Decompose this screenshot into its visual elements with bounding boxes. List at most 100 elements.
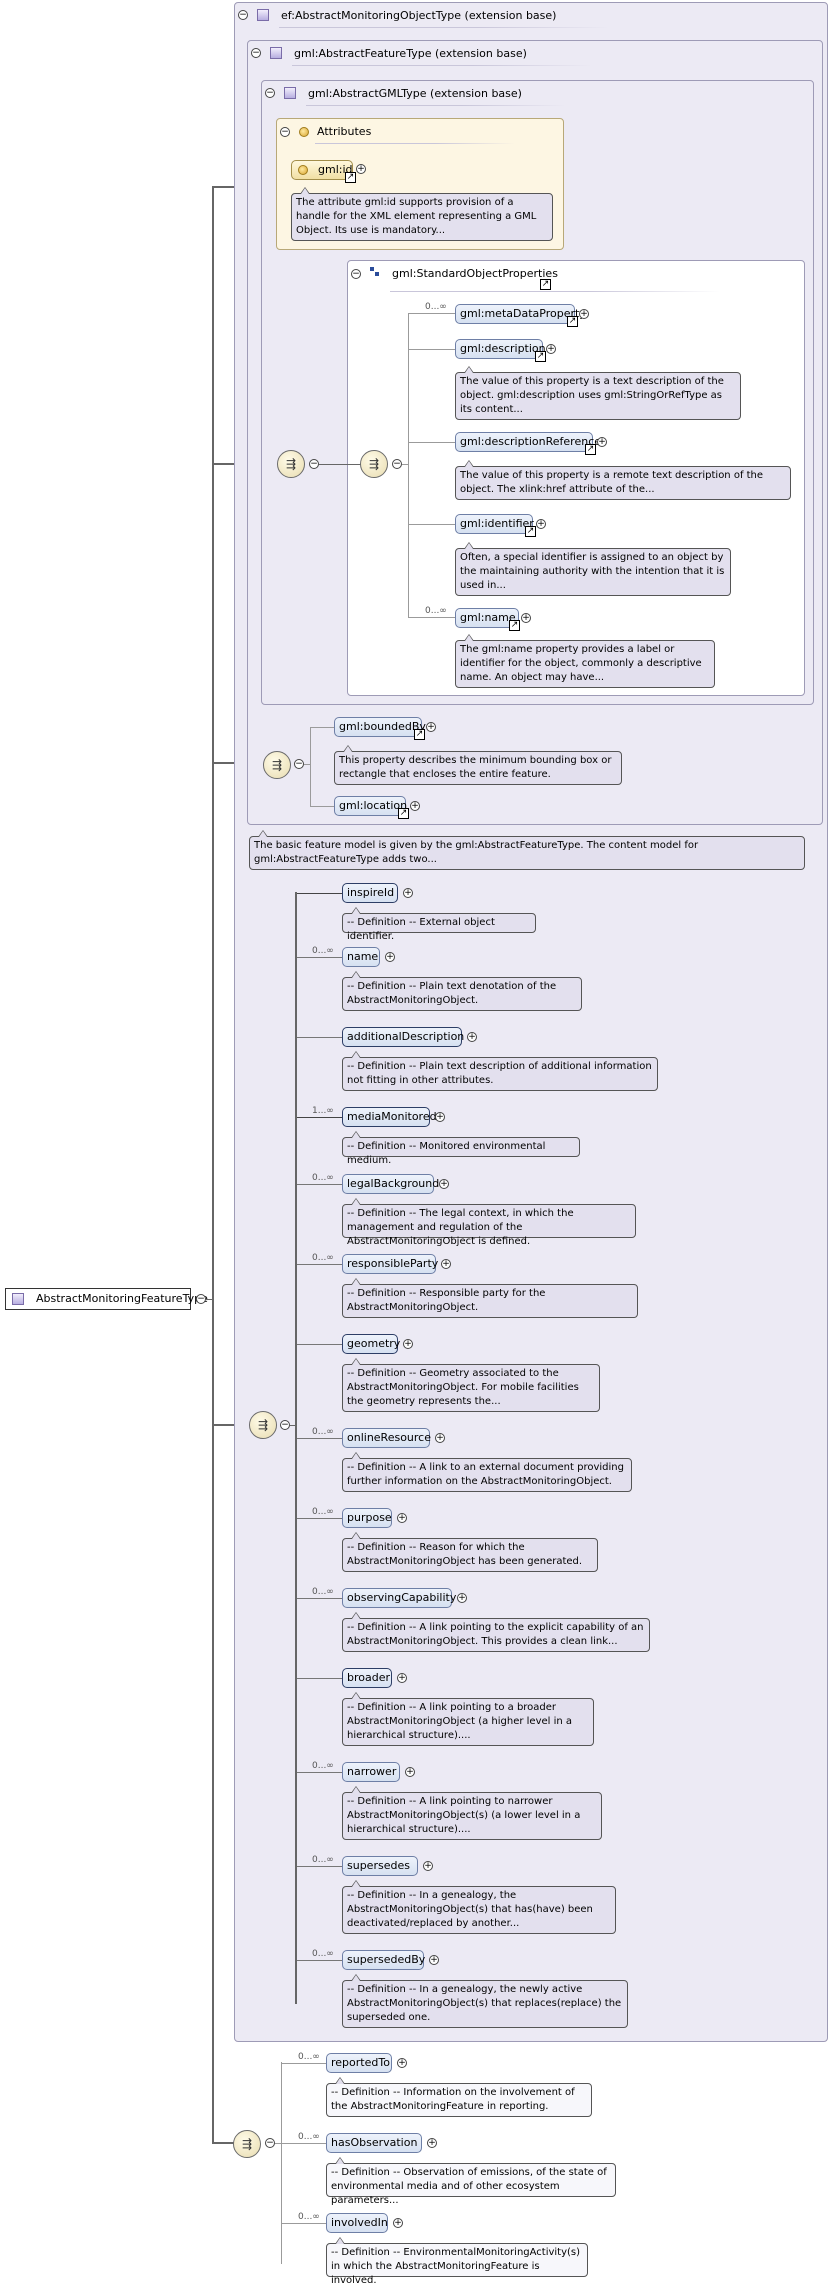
sequence-collapse-toggle[interactable]: − bbox=[280, 1420, 290, 1430]
identifier-doc-text: Often, a special identifier is assigned … bbox=[460, 552, 725, 591]
element-expand[interactable]: + bbox=[427, 2138, 437, 2148]
identifier-expand[interactable]: + bbox=[536, 519, 546, 529]
element-expand[interactable]: + bbox=[403, 1339, 413, 1349]
ef-element-name[interactable]: name bbox=[342, 947, 380, 967]
metadataproperty-link-arrow[interactable]: ↗ bbox=[567, 316, 578, 327]
connector bbox=[297, 893, 343, 894]
ef-element-responsibleparty[interactable]: responsibleParty bbox=[342, 1254, 438, 1274]
element-expand[interactable]: + bbox=[435, 1112, 445, 1122]
bottom-element-involvedin[interactable]: involvedIn bbox=[326, 2213, 388, 2233]
connector bbox=[402, 464, 408, 465]
sequence-collapse-toggle[interactable]: − bbox=[392, 459, 402, 469]
doc-pointer bbox=[464, 634, 474, 641]
ext-gml-collapse-toggle[interactable]: − bbox=[265, 88, 275, 98]
ef-element-additionaldescription[interactable]: additionalDescription bbox=[342, 1027, 464, 1047]
ef-element-legalbackground[interactable]: legalBackground bbox=[342, 1174, 439, 1194]
bottom-element-reportedto[interactable]: reportedTo bbox=[326, 2053, 392, 2073]
ef-element-observingcapability[interactable]: observingCapability bbox=[342, 1588, 456, 1608]
connector bbox=[297, 1678, 343, 1679]
name-link-arrow[interactable]: ↗ bbox=[509, 620, 520, 631]
element-expand[interactable]: + bbox=[457, 1593, 467, 1603]
ef-sequence-icon[interactable]: ⇶ bbox=[249, 1411, 277, 1439]
ef-element-inspireid[interactable]: inspireId bbox=[342, 883, 398, 903]
connector bbox=[310, 806, 335, 807]
std-props-collapse-toggle[interactable]: − bbox=[351, 269, 361, 279]
boundedby-link-arrow[interactable]: ↗ bbox=[414, 729, 425, 740]
ef-element-supersededby[interactable]: supersededBy bbox=[342, 1950, 425, 1970]
element-expand[interactable]: + bbox=[423, 1861, 433, 1871]
element-expand[interactable]: + bbox=[393, 2218, 403, 2228]
gml-boundedby-element[interactable]: gml:boundedBy bbox=[334, 717, 426, 737]
connector bbox=[297, 957, 343, 958]
description-link-arrow[interactable]: ↗ bbox=[535, 351, 546, 362]
location-expand[interactable]: + bbox=[410, 801, 420, 811]
ext-ef-collapse-toggle[interactable]: − bbox=[238, 10, 248, 20]
element-expand[interactable]: + bbox=[441, 1259, 451, 1269]
gml-description-element[interactable]: gml:description bbox=[455, 339, 546, 359]
bottom-sequence-icon[interactable]: ⇶ bbox=[233, 2130, 261, 2158]
gml-id-expand[interactable]: + bbox=[356, 164, 366, 174]
gml-id-doc: The attribute gml:id supports provision … bbox=[291, 187, 553, 241]
sequence-collapse-toggle[interactable]: − bbox=[294, 759, 304, 769]
std-props-sequence-icon[interactable]: ⇶ bbox=[360, 450, 388, 478]
element-expand[interactable]: + bbox=[439, 1179, 449, 1189]
location-link-arrow[interactable]: ↗ bbox=[398, 808, 409, 819]
ef-element-onlineresource[interactable]: onlineResource bbox=[342, 1428, 431, 1448]
name-expand[interactable]: + bbox=[521, 613, 531, 623]
element-expand[interactable]: + bbox=[435, 1433, 445, 1443]
element-expand[interactable]: + bbox=[467, 1032, 477, 1042]
doc-pointer bbox=[351, 1278, 361, 1285]
cardinality: 0...∞ bbox=[298, 2212, 320, 2222]
gml-id-link-arrow[interactable]: ↗ bbox=[345, 172, 356, 183]
identifier-link-arrow[interactable]: ↗ bbox=[525, 526, 536, 537]
element-expand[interactable]: + bbox=[397, 1513, 407, 1523]
std-props-link-arrow[interactable]: ↗ bbox=[540, 279, 551, 290]
element-expand[interactable]: + bbox=[385, 952, 395, 962]
gml-id-attribute[interactable]: gml:id bbox=[291, 160, 353, 180]
gml-outer-sequence-icon[interactable]: ⇶ bbox=[277, 450, 305, 478]
sequence-collapse-toggle[interactable]: − bbox=[265, 2138, 275, 2148]
connector bbox=[297, 1960, 343, 1961]
ef-element-purpose[interactable]: purpose bbox=[342, 1508, 392, 1528]
descriptionreference-expand[interactable]: + bbox=[597, 437, 607, 447]
description-expand[interactable]: + bbox=[546, 344, 556, 354]
feature-sequence-icon[interactable]: ⇶ bbox=[263, 751, 291, 779]
ef-element-supersedes[interactable]: supersedes bbox=[342, 1856, 418, 1876]
ef-element-geometry[interactable]: geometry bbox=[342, 1334, 400, 1354]
feature-doc-text: The basic feature model is given by the … bbox=[254, 840, 699, 865]
cardinality: 0...∞ bbox=[312, 1253, 334, 1263]
element-expand[interactable]: + bbox=[429, 1955, 439, 1965]
gml-metadataproperty-element[interactable]: gml:metaDataProperty bbox=[455, 304, 586, 324]
doc-text: -- Definition -- Monitored environmental… bbox=[347, 1141, 546, 1166]
cardinality: 0...∞ bbox=[312, 1855, 334, 1865]
connector bbox=[297, 1866, 343, 1867]
gml-location-element[interactable]: gml:location bbox=[334, 796, 407, 816]
ef-element-doc: -- Definition -- Plain text denotation o… bbox=[342, 971, 582, 1011]
element-expand[interactable]: + bbox=[405, 1767, 415, 1777]
descriptionreference-link-arrow[interactable]: ↗ bbox=[585, 444, 596, 455]
root-collapse-toggle[interactable]: − bbox=[196, 1294, 206, 1304]
gml-identifier-element[interactable]: gml:identifier bbox=[455, 514, 534, 534]
boundedby-expand[interactable]: + bbox=[426, 722, 436, 732]
gml-name-element[interactable]: gml:name bbox=[455, 608, 519, 628]
element-expand[interactable]: + bbox=[397, 1673, 407, 1683]
ef-element-mediamonitored[interactable]: mediaMonitored bbox=[342, 1107, 437, 1127]
connector bbox=[297, 1772, 343, 1773]
element-expand[interactable]: + bbox=[397, 2058, 407, 2068]
cardinality: 0...∞ bbox=[312, 1949, 334, 1959]
metadataproperty-expand[interactable]: + bbox=[579, 309, 589, 319]
ext-feature-collapse-toggle[interactable]: − bbox=[251, 48, 261, 58]
gml-descriptionreference-element[interactable]: gml:descriptionReference bbox=[455, 432, 601, 452]
connector bbox=[290, 1425, 296, 1426]
root-element[interactable]: AbstractMonitoringFeatureType bbox=[5, 1288, 208, 1310]
sequence-collapse-toggle[interactable]: − bbox=[309, 459, 319, 469]
attributes-collapse-toggle[interactable]: − bbox=[280, 127, 290, 137]
element-expand[interactable]: + bbox=[403, 888, 413, 898]
ef-element-doc: -- Definition -- A link pointing to the … bbox=[342, 1612, 650, 1652]
ef-element-broader[interactable]: broader bbox=[342, 1668, 392, 1688]
ef-element-narrower[interactable]: narrower bbox=[342, 1762, 400, 1782]
bottom-element-hasobservation[interactable]: hasObservation bbox=[326, 2133, 422, 2153]
cardinality: 0...∞ bbox=[298, 2132, 320, 2142]
boundedby-doc-text: This property describes the minimum boun… bbox=[339, 755, 612, 780]
ext-gml-title: gml:AbstractGMLType (extension base) bbox=[308, 87, 522, 100]
